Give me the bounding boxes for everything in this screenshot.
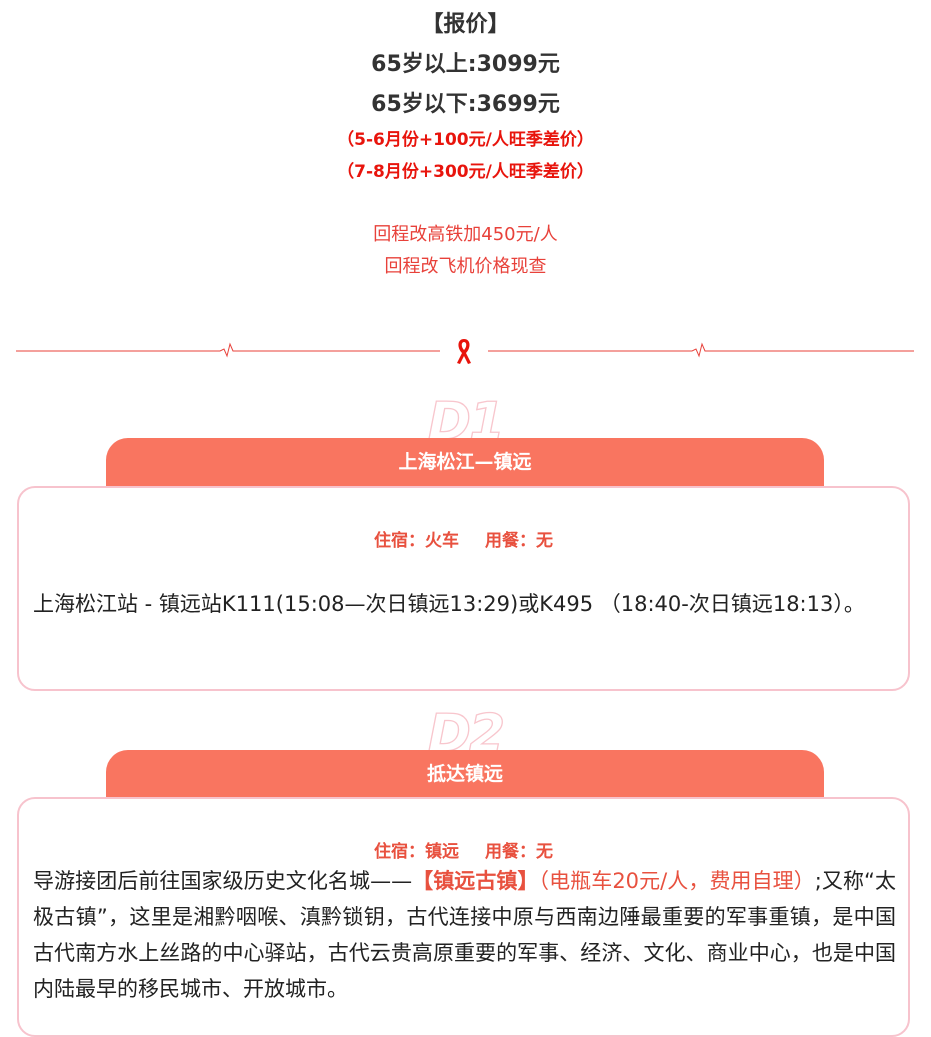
price-title: 【报价】 [421,12,510,37]
peak-note-may-june: （5-6月份+100元/人旺季差价） [337,130,594,150]
day-description: 上海松江站 - 镇远站K111(15:08—次日镇远13:29)或K495 （1… [33,592,865,616]
day-title-tab: 上海松江—镇远 [106,438,824,486]
lodging-label: 住宿：镇远 [374,842,460,862]
description-intro: 导游接团后前往国家级历史文化名城—— [33,869,413,893]
day-meta: 住宿：火车 用餐：无 [19,526,908,551]
price-under-65: 65岁以下:3699元 [371,92,560,117]
heartbeat-divider [16,339,914,364]
return-rail-note: 回程改高铁加450元/人 [373,224,558,245]
day-meta: 住宿：镇远 用餐：无 [19,837,908,862]
day-title-tab: 抵达镇远 [106,750,824,798]
ribbon-icon [457,339,471,364]
price-over-65: 65岁以上:3099元 [371,52,560,77]
meals-label: 用餐：无 [484,531,553,551]
day-description: 导游接团后前往国家级历史文化名城——【镇远古镇】（电瓶车20元/人，费用自理）;… [33,863,896,1007]
return-flight-note: 回程改飞机价格现查 [384,256,547,277]
peak-note-july-aug: （7-8月份+300元/人旺季差价） [337,162,594,182]
lodging-label: 住宿：火车 [374,531,460,551]
optional-fee-note: （电瓶车20元/人，费用自理） [538,869,815,893]
description-body: ;又称“太极古镇”，这里是湘黔咽喉、滇黔锁钥，古代连接中原与西南边陲最重要的军事… [33,869,897,1001]
meals-label: 用餐：无 [484,842,553,862]
day-card: 住宿：火车 用餐：无 上海松江站 - 镇远站K111(15:08—次日镇远13:… [17,486,910,691]
attraction-highlight: 【镇远古镇】 [412,869,539,893]
day-card: 住宿：镇远 用餐：无 导游接团后前往国家级历史文化名城——【镇远古镇】（电瓶车2… [17,797,910,1037]
